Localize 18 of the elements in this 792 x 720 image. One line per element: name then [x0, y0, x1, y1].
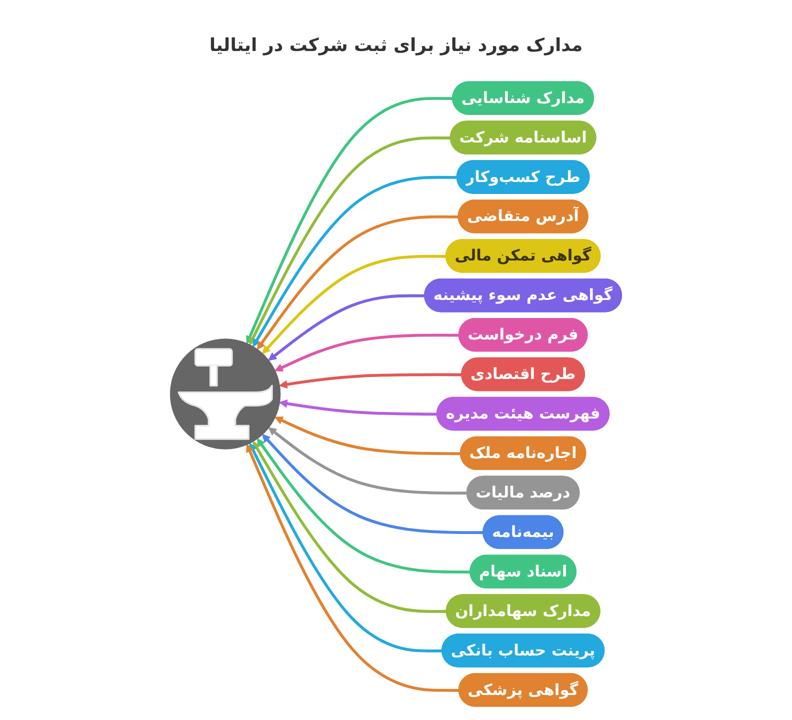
arrow — [262, 434, 484, 534]
arrow — [274, 334, 460, 372]
arrow — [274, 416, 461, 456]
arrow — [256, 438, 471, 574]
arrow — [262, 254, 446, 354]
node-circle — [170, 338, 281, 450]
arrow — [279, 399, 438, 416]
diagram-title: مدارک مورد نیاز برای ثبت شرکت در ایتالیا — [209, 34, 583, 58]
arrow — [252, 176, 458, 348]
arrow — [249, 442, 442, 652]
arrow — [246, 444, 460, 692]
arrow — [256, 215, 459, 350]
arrow — [268, 427, 468, 495]
arrow — [279, 373, 462, 389]
arrow — [268, 294, 425, 361]
arrow — [252, 440, 447, 613]
arrow — [246, 97, 454, 344]
arrow — [249, 136, 451, 346]
